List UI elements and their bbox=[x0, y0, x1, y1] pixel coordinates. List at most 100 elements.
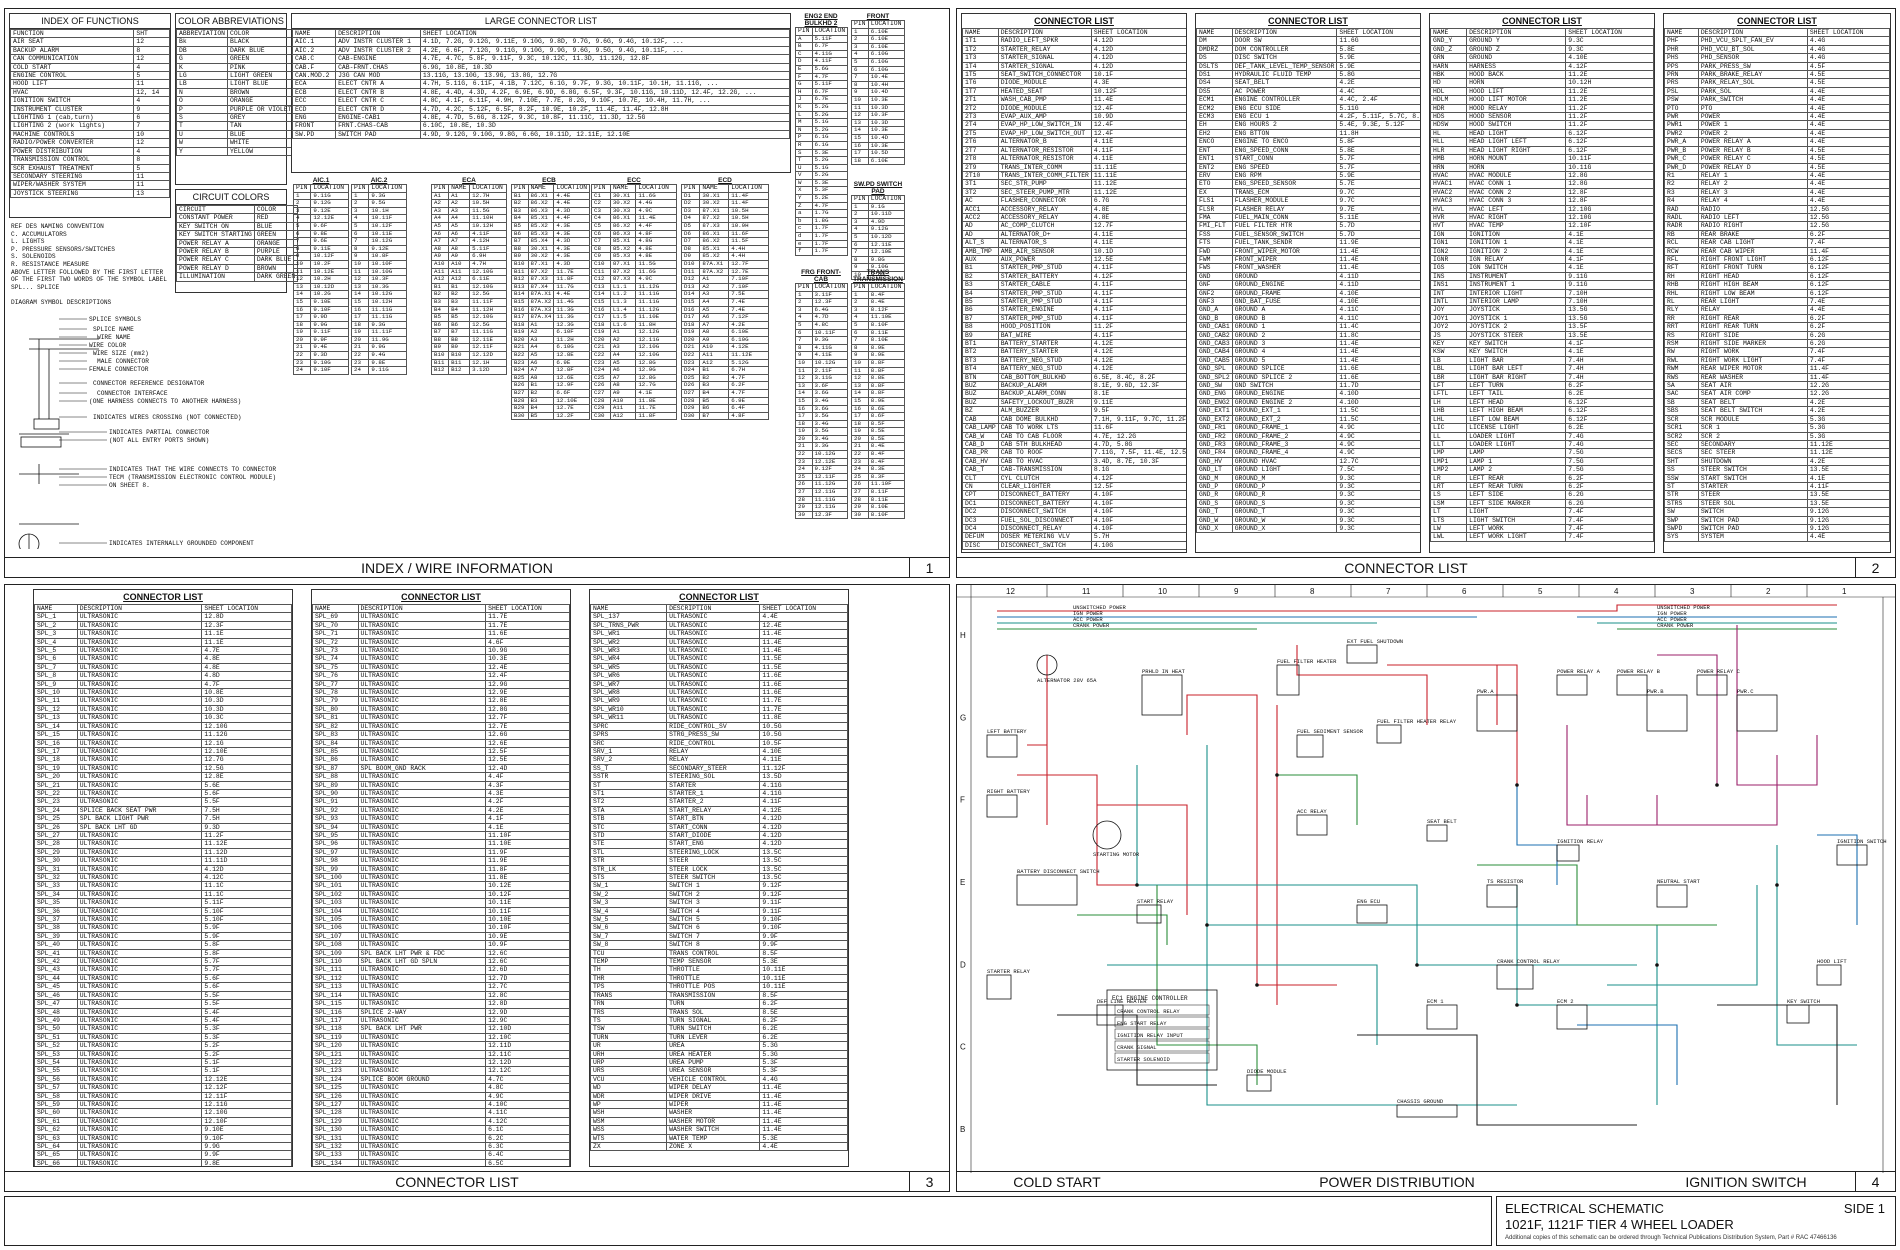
table-cell: 10.12G bbox=[811, 450, 849, 459]
table-cell: 12.11F bbox=[469, 343, 507, 353]
table-cell: 5 bbox=[292, 221, 312, 231]
table-cell: 5 bbox=[350, 221, 370, 231]
table-cell: ULTRASONIC bbox=[76, 881, 203, 891]
table-cell: PWR1 bbox=[1664, 120, 1699, 130]
table-cell: A1 bbox=[448, 191, 471, 201]
table-cell: ULTRASONIC bbox=[357, 814, 487, 824]
table-cell: GROUND_FRAME_1 bbox=[1231, 423, 1338, 433]
table-cell: SPL_WR3 bbox=[590, 646, 668, 656]
table-cell: ALTERNATOR_RESISTOR bbox=[997, 145, 1092, 156]
splice-dot bbox=[1135, 883, 1139, 887]
table-cell: 2T10 bbox=[962, 170, 999, 181]
table-cell: 4.5E bbox=[1806, 145, 1890, 156]
q2-sheet-number: 2 bbox=[1855, 558, 1895, 577]
table-cell: UREA SENSOR bbox=[666, 1066, 761, 1076]
table-cell: 3.4D, 8.7E, 10.3F bbox=[1090, 456, 1186, 467]
table-cell: 4.11F bbox=[1090, 296, 1186, 307]
ecm-box-row-label: STARTER SOLENOID bbox=[1117, 1056, 1171, 1063]
table-cell: 4.9C bbox=[1336, 423, 1420, 433]
table-cell: 10.5G bbox=[759, 721, 848, 732]
table-cell: 4.5E bbox=[1806, 162, 1890, 172]
table-cell: R4 bbox=[1664, 196, 1699, 206]
table-cell: 4.2F, 5.11F, 5.7C, 8.2F bbox=[1336, 112, 1420, 122]
table-cell: 1.7F bbox=[811, 247, 849, 256]
table-cell: 10.5D bbox=[867, 149, 906, 158]
table-cell: 10.3D bbox=[201, 704, 292, 715]
table-cell: SPL_52 bbox=[34, 1041, 78, 1051]
table-cell: 1.7G bbox=[811, 209, 849, 218]
table-cell: KSW bbox=[1430, 347, 1468, 357]
table-cell: 7 bbox=[851, 336, 869, 345]
table-cell: BUZ bbox=[962, 389, 999, 399]
table-cell: SEAT_BELT bbox=[1231, 78, 1338, 88]
pinout-title: ENG2 END BULKHD 2 bbox=[804, 13, 838, 27]
table-cell: 8.1E, 9.6D, 12.3F bbox=[1090, 381, 1186, 391]
pinout-title: ECA bbox=[462, 177, 476, 184]
table-cell: STEER SWITCH bbox=[666, 872, 761, 883]
table-cell: B3 bbox=[448, 297, 471, 307]
table-cell: BT1 bbox=[962, 339, 999, 349]
table-cell: 4.8C bbox=[485, 1083, 570, 1093]
table-cell: GND_T bbox=[1196, 507, 1233, 517]
table-cell: AC bbox=[962, 196, 999, 206]
table-cell: B7 bbox=[430, 328, 450, 337]
table-cell: FRONT_WIPER_MOTOR bbox=[1231, 246, 1338, 256]
component-symbol bbox=[1141, 674, 1183, 716]
table-cell: STRS bbox=[1664, 498, 1699, 509]
table-cell: 7 bbox=[851, 248, 869, 257]
table-cell: 1T6 bbox=[962, 78, 999, 88]
table-cell: 6.1G bbox=[811, 140, 849, 150]
table-cell: ECM2 bbox=[1196, 103, 1233, 114]
battery-disconnect-wire bbox=[1097, 804, 1188, 915]
table-cell: 4.9C bbox=[635, 206, 677, 216]
table-cell: 4.7E, 12.2G bbox=[1090, 431, 1186, 441]
table-cell: B4 bbox=[511, 214, 529, 223]
table-cell: D bbox=[795, 57, 813, 66]
component-symbol bbox=[1396, 1104, 1458, 1118]
table-cell: 9.12E bbox=[310, 206, 349, 216]
table-cell: 8 bbox=[292, 244, 312, 254]
table-cell: 4.11G bbox=[759, 788, 848, 799]
table-cell: 16 bbox=[851, 141, 869, 151]
table-cell: 11.10E bbox=[485, 839, 570, 849]
table-cell: SPL_83 bbox=[312, 730, 359, 740]
table-cell: 4.4E bbox=[1806, 120, 1890, 130]
table-cell: ADV INSTR CLUSTER 2 bbox=[335, 45, 421, 56]
table-cell: 15 bbox=[292, 297, 312, 307]
table-cell: 4.1E bbox=[1806, 473, 1890, 483]
table-cell: 12.5F bbox=[1090, 481, 1186, 492]
table-cell: 12.8D bbox=[201, 612, 292, 622]
table-cell: C26 bbox=[591, 381, 611, 391]
table-cell: 7.5C bbox=[1336, 465, 1420, 475]
table-cell: 12.10G bbox=[469, 267, 507, 277]
table-cell: 5.8G bbox=[1336, 70, 1420, 80]
table-cell: ULTRASONIC bbox=[357, 1150, 487, 1160]
table-cell: 5 bbox=[851, 57, 869, 67]
